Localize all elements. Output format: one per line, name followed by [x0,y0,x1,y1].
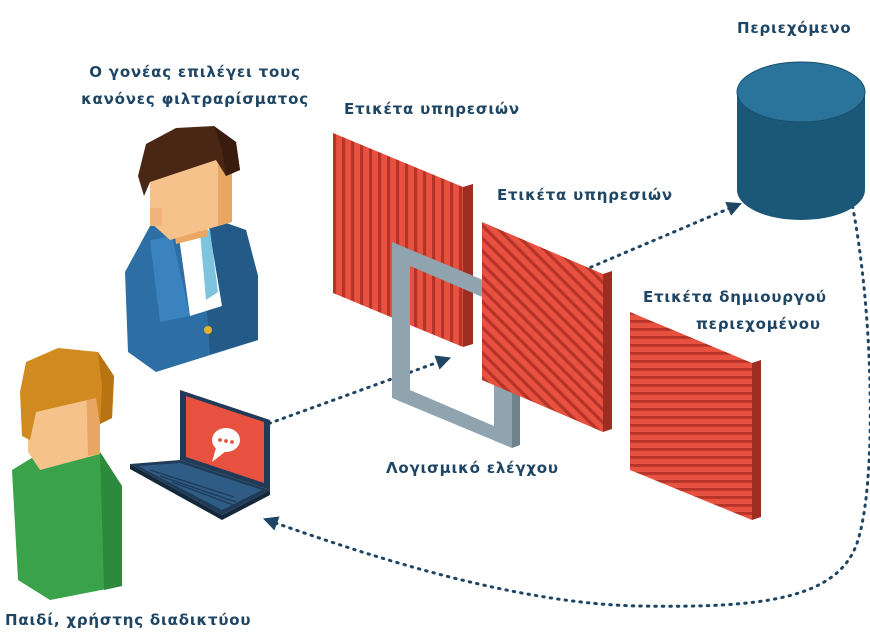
arrow-laptop-to-software [260,355,452,428]
parent-figure-icon [125,126,258,372]
laptop-icon [130,390,270,520]
parent-label-line1: Ο γονέας επιλέγει τους [89,63,301,81]
chat-bubble-icon [212,428,240,462]
child-user-label: Παιδί, χρήστης διαδικτύου [5,611,252,629]
service-label-2: Ετικέτα υπηρεσιών [497,186,673,204]
creator-label-line1: Ετικέτα δημιουργού [643,288,827,306]
service-label-1: Ετικέτα υπηρεσιών [344,100,520,118]
connection-lines [260,146,870,608]
child-figure-icon [12,348,122,600]
arrow-to-content [568,202,742,278]
creator-label-line2: περιεχομένου [696,315,821,333]
content-creator-panel [630,312,761,520]
content-label: Περιεχόμενο [737,19,852,37]
database-icon [736,61,866,220]
control-software-label: Λογισμικό ελέγχου [386,459,559,477]
service-label-panel-1 [333,133,473,347]
parent-label-line2: κανόνες φιλτραρίσματος [81,90,309,108]
service-label-panel-2 [482,222,612,432]
